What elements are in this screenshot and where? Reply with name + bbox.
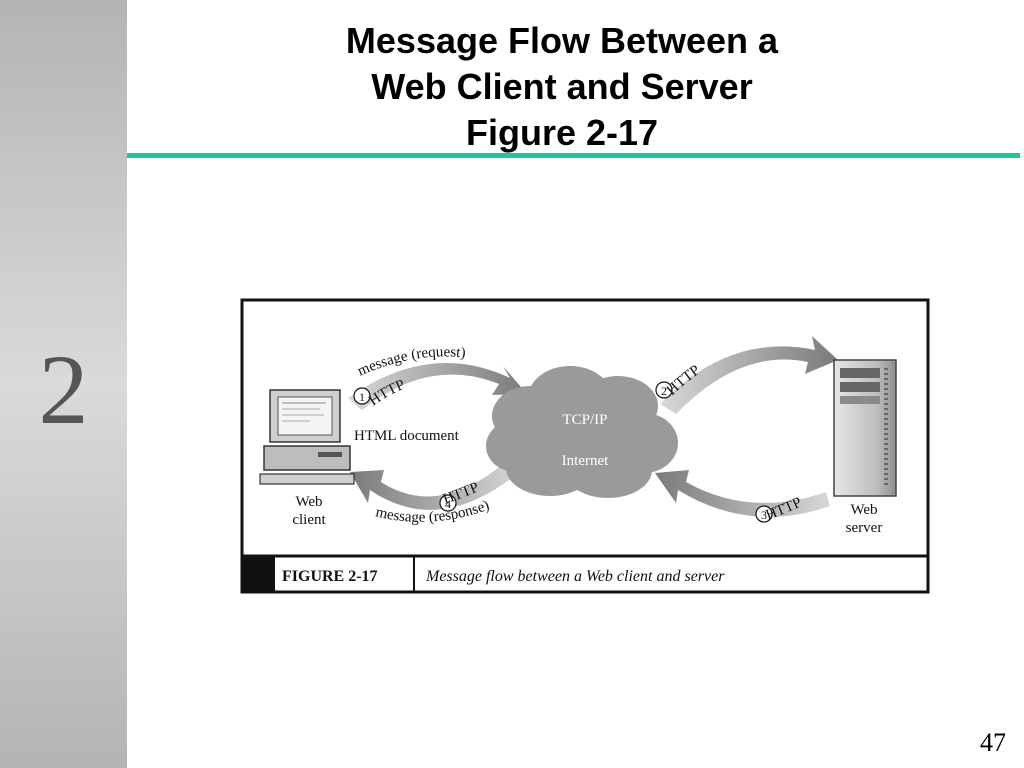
server-label-line2: server bbox=[846, 520, 883, 536]
arrow-request-to-internet bbox=[348, 362, 527, 410]
step-1-number-badge bbox=[353, 387, 371, 405]
web-client-computer-icon bbox=[259, 389, 355, 485]
step-2-number-badge bbox=[655, 381, 673, 399]
title-line-1: Message Flow Between a bbox=[345, 20, 779, 61]
arrow-request-to-server bbox=[660, 336, 838, 414]
svg-text:4: 4 bbox=[445, 497, 451, 511]
title-line-2: Web Client and Server bbox=[371, 66, 753, 107]
arrow-response-to-internet bbox=[655, 470, 830, 517]
caption-text: Message flow between a Web client and se… bbox=[425, 568, 725, 585]
svg-text:2: 2 bbox=[661, 384, 667, 398]
step-3-number-badge bbox=[755, 505, 773, 523]
web-server-tower-icon bbox=[833, 359, 897, 497]
client-label-line1: Web bbox=[295, 494, 322, 510]
cloud-label-tcpip: TCP/IP bbox=[562, 412, 607, 428]
title-line-3: Figure 2-17 bbox=[465, 112, 659, 153]
server-label-line1: Web bbox=[850, 502, 877, 518]
internet-cloud bbox=[486, 366, 678, 498]
chapter-number: 2 bbox=[38, 334, 89, 445]
svg-text:3: 3 bbox=[761, 508, 767, 522]
arrow-response-to-client bbox=[350, 458, 522, 510]
step-4-number-badge bbox=[439, 494, 457, 512]
cloud-label-internet: Internet bbox=[562, 453, 609, 469]
slide-title: Message Flow Between a Web Client and Se… bbox=[127, 18, 997, 156]
sidebar: 2 bbox=[0, 0, 127, 768]
html-document-label: HTML document bbox=[354, 428, 460, 444]
message-flow-figure: FIGURE 2-17 Message flow between a Web c… bbox=[240, 298, 930, 594]
caption-black-block bbox=[242, 556, 275, 592]
svg-text:1: 1 bbox=[359, 390, 365, 404]
caption-label: FIGURE 2-17 bbox=[282, 568, 378, 585]
client-label-line2: client bbox=[292, 512, 326, 528]
title-divider bbox=[127, 153, 1020, 158]
page-number: 47 bbox=[980, 728, 1006, 757]
